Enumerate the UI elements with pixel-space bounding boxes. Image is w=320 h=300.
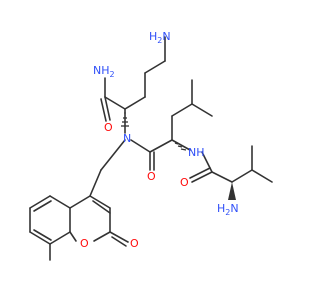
amide-nh2-label: NH2	[93, 64, 115, 79]
ring-oxygen-label: O	[80, 237, 89, 250]
val-amide-oxygen-label: O	[180, 176, 189, 189]
amine-top-label: H2N	[149, 30, 171, 45]
lactone-oxygen-label: O	[130, 237, 139, 250]
amide-oxygen-label: O	[104, 121, 113, 134]
val-nh2-label: H2N	[217, 202, 239, 217]
tertiary-nitrogen-label: N	[123, 132, 131, 145]
bonds	[29, 36, 273, 261]
atom-labels: H2N NH2 O N O NH O H2N O O	[80, 30, 239, 250]
stereo-bonds	[121, 112, 236, 200]
leu-nh-label: NH	[188, 146, 205, 159]
leu-amide-oxygen-label: O	[147, 170, 156, 183]
molecule-structure: H2N NH2 O N O NH O H2N O O	[29, 30, 273, 261]
